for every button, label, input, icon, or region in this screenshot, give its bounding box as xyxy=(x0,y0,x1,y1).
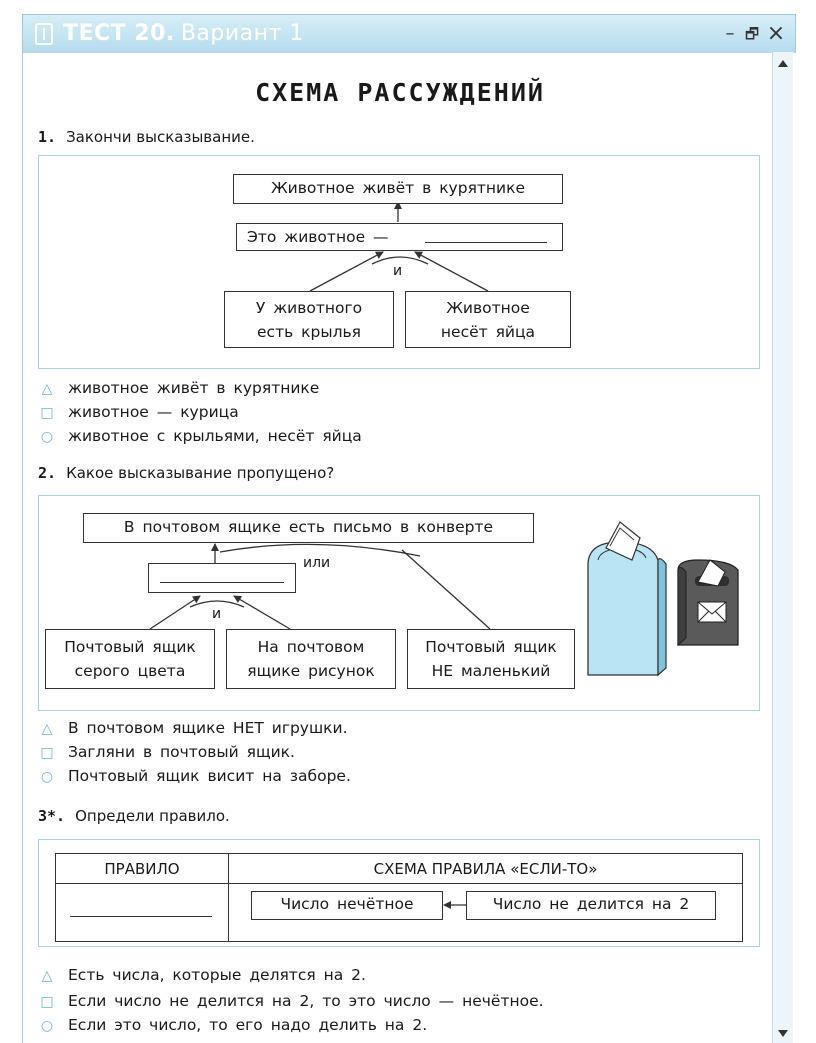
q1-option-1[interactable]: △ животное живёт в курятнике xyxy=(38,379,320,397)
q1-box-right: Животное несёт яйца xyxy=(405,291,571,348)
light-mailbox-icon xyxy=(587,521,667,677)
q2-option-3[interactable]: ○ Почтовый ящик висит на заборе. xyxy=(38,767,351,785)
q1-option-3[interactable]: ○ животное с крыльями, несёт яйца xyxy=(38,427,362,445)
window-frame xyxy=(22,52,793,1043)
q1-arrow-left xyxy=(309,251,384,292)
q2-arrow-box1 xyxy=(149,595,201,630)
triangle-icon: △ xyxy=(41,721,53,737)
circle-icon: ○ xyxy=(40,769,54,785)
q3-option-1[interactable]: △ Есть числа, которые делятся на 2. xyxy=(38,966,366,984)
q1-conj-and: и xyxy=(393,263,403,279)
triangle-icon: △ xyxy=(41,968,53,984)
restore-button[interactable]: 🗗 xyxy=(744,25,760,43)
q2-option-2-text: Загляни в почтовый ящик. xyxy=(68,743,295,761)
q2-box-3: Почтовый ящик НЕ маленький xyxy=(407,629,575,689)
q2-box-3-line1: Почтовый ящик xyxy=(425,638,557,656)
square-icon: □ xyxy=(40,745,54,761)
q1-box-left-line2: есть крылья xyxy=(257,323,361,341)
q2-answer-blank[interactable] xyxy=(160,582,284,583)
q2-and-arc xyxy=(189,600,245,608)
q3-rule-answer-cell[interactable] xyxy=(55,883,229,942)
q1-answer-blank[interactable] xyxy=(425,242,547,243)
q3-panel xyxy=(38,839,760,947)
q1-arrow-right xyxy=(414,251,489,292)
square-icon: □ xyxy=(40,405,54,421)
q1-option-3-text: животное с крыльями, несёт яйца xyxy=(68,427,362,445)
q1-box-left: У животного есть крылья xyxy=(224,291,394,348)
square-icon: □ xyxy=(40,994,54,1010)
q2-number: 2. xyxy=(38,464,57,482)
q1-box-mid-text: Это животное — xyxy=(247,228,389,246)
window-titlebar: ТЕСТ 20.Вариант 1 – 🗗 × xyxy=(22,14,796,53)
q3-prompt-text: Определи правило. xyxy=(75,807,230,825)
q2-prompt: 2. Какое высказывание пропущено? xyxy=(38,464,334,482)
q2-conj-or: или xyxy=(303,555,331,571)
q2-box-2: На почтовом ящике рисунок xyxy=(226,629,396,689)
q2-box-2-line2: ящике рисунок xyxy=(247,662,375,680)
q2-box-missing xyxy=(148,563,296,593)
q1-box-right-line1: Животное xyxy=(446,299,530,317)
q3-number: 3*. xyxy=(38,807,66,825)
q2-box-2-line1: На почтовом xyxy=(257,638,365,656)
vertical-scrollbar[interactable] xyxy=(772,52,793,1043)
circle-icon: ○ xyxy=(40,1018,54,1034)
scroll-up-arrow-icon[interactable] xyxy=(778,60,788,67)
dark-mailbox-icon xyxy=(677,559,739,647)
q3-answer-blank[interactable] xyxy=(70,916,212,917)
mailbox-illustration xyxy=(587,521,739,677)
minimize-button[interactable]: – xyxy=(725,23,735,44)
q1-diagram-panel xyxy=(38,155,760,369)
q2-or-arc xyxy=(219,543,421,557)
q1-prompt: 1. Закончи высказывание. xyxy=(38,128,255,146)
q3-prompt: 3*. Определи правило. xyxy=(38,807,230,825)
q2-box-3-line2: НЕ маленький xyxy=(431,662,551,680)
circle-icon: ○ xyxy=(40,429,54,445)
q1-box-mid: Это животное — xyxy=(236,223,563,251)
close-button[interactable]: × xyxy=(766,21,786,46)
q1-number: 1. xyxy=(38,128,57,146)
q2-option-1[interactable]: △ В почтовом ящике НЕТ игрушки. xyxy=(38,719,348,737)
q3-scheme-right-box: Число не делится на 2 xyxy=(466,891,716,920)
q2-prompt-text: Какое высказывание пропущено? xyxy=(66,464,335,482)
q1-box-top: Животное живёт в курятнике xyxy=(233,174,563,204)
q1-prompt-text: Закончи высказывание. xyxy=(66,128,255,146)
q1-box-right-line2: несёт яйца xyxy=(440,323,536,341)
q1-option-2[interactable]: □ животное — курица xyxy=(38,403,239,421)
q3-option-1-text: Есть числа, которые делятся на 2. xyxy=(68,966,366,984)
window-title: ТЕСТ 20.Вариант 1 xyxy=(63,21,304,46)
book-icon xyxy=(35,23,53,45)
q2-box-top: В почтовом ящике есть письмо в конверте xyxy=(83,513,534,543)
q3-option-3-text: Если это число, то его надо делить на 2. xyxy=(68,1016,428,1034)
test-title: ТЕСТ 20. xyxy=(63,21,175,46)
q3-scheme-left-box: Число нечётное xyxy=(251,891,443,920)
q2-box-1: Почтовый ящик серого цвета xyxy=(45,629,215,689)
q2-box-1-line1: Почтовый ящик xyxy=(64,638,196,656)
q3-option-2-text: Если число не делится на 2, то это число… xyxy=(68,992,544,1010)
q3-col-scheme: СХЕМА ПРАВИЛА «ЕСЛИ-ТО» xyxy=(228,853,743,884)
q1-option-1-text: животное живёт в курятнике xyxy=(68,379,320,397)
q2-arrow-box3 xyxy=(401,549,491,630)
triangle-icon: △ xyxy=(41,381,53,397)
q2-box-1-line2: серого цвета xyxy=(74,662,186,680)
q3-option-3[interactable]: ○ Если это число, то его надо делить на 2… xyxy=(38,1016,427,1034)
q3-col-rule: ПРАВИЛО xyxy=(55,853,229,884)
q1-box-left-line1: У животного xyxy=(255,299,363,317)
q1-option-2-text: животное — курица xyxy=(68,403,239,421)
q2-option-2[interactable]: □ Загляни в почтовый ящик. xyxy=(38,743,295,761)
q1-and-arc xyxy=(371,256,429,265)
q2-conj-and: и xyxy=(212,606,222,622)
scroll-down-arrow-icon[interactable] xyxy=(778,1030,788,1037)
q2-arrow-box2 xyxy=(233,595,291,630)
q2-option-1-text: В почтовом ящике НЕТ игрушки. xyxy=(68,719,348,737)
variant-label: Вариант 1 xyxy=(180,21,304,46)
q2-diagram-panel xyxy=(38,495,760,711)
q3-option-2[interactable]: □ Если число не делится на 2, то это числ… xyxy=(38,992,544,1010)
q2-option-3-text: Почтовый ящик висит на заборе. xyxy=(68,767,351,785)
page-heading: СХЕМА РАССУЖДЕНИЙ xyxy=(255,78,545,107)
